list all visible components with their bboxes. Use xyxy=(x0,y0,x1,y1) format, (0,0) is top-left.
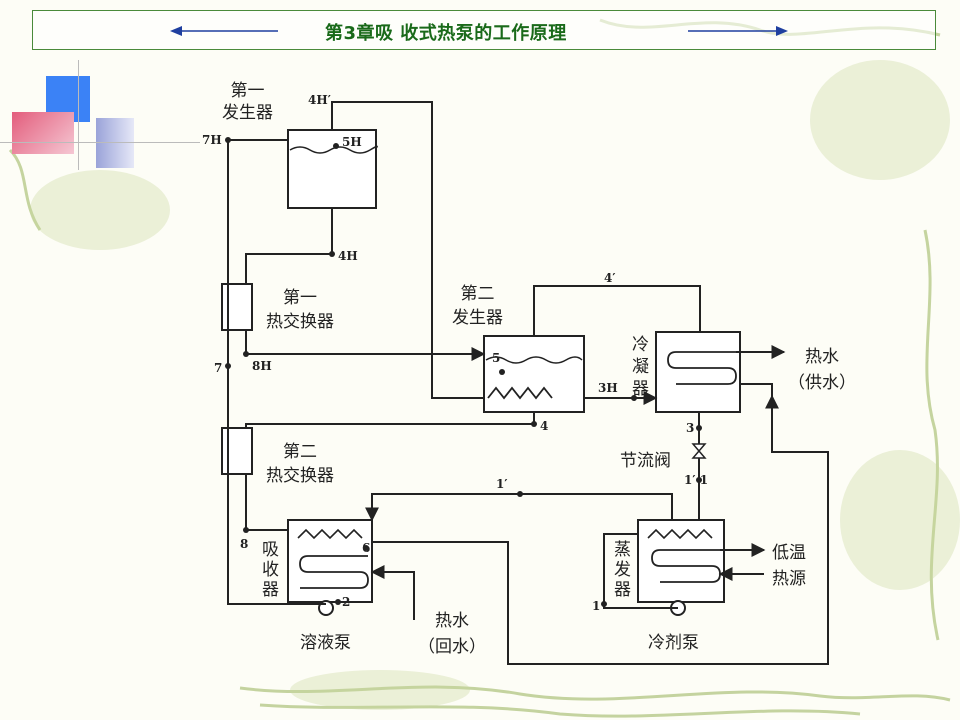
label-first-generator: 第一 发生器 xyxy=(222,81,273,123)
deco-grid-line-h xyxy=(0,142,200,143)
point-7H: 7H xyxy=(202,133,222,147)
point-4: 4 xyxy=(540,419,548,433)
first-heat-exchanger xyxy=(221,283,253,331)
pipe-4H xyxy=(245,208,333,284)
node-1 xyxy=(696,477,702,483)
point-1: 1 xyxy=(592,599,600,613)
point-4p: 4′ xyxy=(604,271,616,285)
second-generator-vessel xyxy=(483,335,585,413)
label-refrigerant-pump: 冷剂泵 xyxy=(648,633,699,653)
pipe-left-riser xyxy=(227,140,326,605)
leaf-blot-2 xyxy=(810,60,950,180)
point-6: 6 xyxy=(362,541,370,555)
first-generator-vessel xyxy=(287,129,377,209)
label-second-heat-exchanger: 第二 热交换器 xyxy=(266,442,334,486)
point-3H: 3H xyxy=(598,381,618,395)
point-2: 2 xyxy=(342,595,350,609)
evaporator-spray xyxy=(647,528,713,540)
vine-bottom-2 xyxy=(259,703,861,718)
pipe-4 xyxy=(245,412,535,428)
leaf-blot-3 xyxy=(840,450,960,590)
absorber-coil xyxy=(299,555,369,589)
point-1p-top: 1′ xyxy=(496,477,508,491)
throttle-valve-symbol xyxy=(691,443,707,459)
label-second-generator: 第二 发生器 xyxy=(452,284,503,328)
leaf-blot-4 xyxy=(290,670,470,710)
leaf-blot-1 xyxy=(30,170,170,250)
label-solution-pump: 溶液泵 xyxy=(300,633,351,653)
point-3: 3 xyxy=(686,421,694,435)
pipe-refrigerant-loop xyxy=(603,533,678,609)
node-1p xyxy=(517,491,523,497)
point-8H: 8H xyxy=(252,359,272,373)
deco-square-lavender xyxy=(96,118,134,168)
pipe-hot-return xyxy=(370,565,415,620)
condenser-coil xyxy=(667,351,737,385)
label-throttle-valve: 节流阀 xyxy=(620,451,671,471)
node-4H xyxy=(329,251,335,257)
node-7H xyxy=(225,137,231,143)
vine-right xyxy=(923,229,940,641)
vine-left xyxy=(8,148,42,231)
point-8: 8 xyxy=(240,537,248,551)
second-heat-exchanger xyxy=(221,427,253,475)
point-4Hp: 4H′ xyxy=(308,93,331,107)
vine-bottom xyxy=(239,685,951,702)
label-first-heat-exchanger: 第一 热交换器 xyxy=(266,288,334,332)
point-4H: 4H xyxy=(338,249,358,263)
node-2 xyxy=(335,599,341,605)
point-5: 5 xyxy=(492,351,500,365)
pipe-1p xyxy=(365,493,673,522)
label-hot-water-supply: 热水 （供水） xyxy=(788,347,856,393)
point-7: 7 xyxy=(214,361,222,375)
label-condenser: 冷 凝 器 xyxy=(632,335,649,399)
node-7 xyxy=(225,363,231,369)
node-5 xyxy=(499,369,505,375)
evaporator-vessel xyxy=(637,519,725,603)
point-1p-1: 1′ 1 xyxy=(684,473,708,487)
point-5H: 5H xyxy=(342,135,362,149)
second-generator-coil xyxy=(487,386,553,400)
node-5H xyxy=(333,143,339,149)
title-arrow-right xyxy=(688,26,788,36)
node-1-left xyxy=(601,601,607,607)
pipe-4Hp xyxy=(331,101,484,399)
page-title: 第3章吸 收式热泵的工作原理 xyxy=(325,23,567,44)
label-hot-water-return: 热水 （回水） xyxy=(418,611,486,657)
label-evaporator: 蒸 发 器 xyxy=(614,540,631,600)
label-low-temp-source: 低温 热源 xyxy=(772,543,806,589)
node-8H xyxy=(243,351,249,357)
title-arrow-left xyxy=(170,26,278,36)
deco-grid-line-v xyxy=(78,60,79,170)
deco-square-pink xyxy=(12,112,74,154)
node-4 xyxy=(531,421,537,427)
pipe-4p xyxy=(533,285,701,336)
node-3 xyxy=(696,425,702,431)
node-8 xyxy=(243,527,249,533)
node-3H xyxy=(631,395,637,401)
absorber-spray xyxy=(297,528,363,540)
node-6 xyxy=(363,545,369,551)
condenser-vessel xyxy=(655,331,741,413)
label-absorber: 吸 收 器 xyxy=(262,540,279,600)
first-generator-liquid-level xyxy=(289,145,378,154)
second-generator-liquid-level xyxy=(485,356,583,364)
